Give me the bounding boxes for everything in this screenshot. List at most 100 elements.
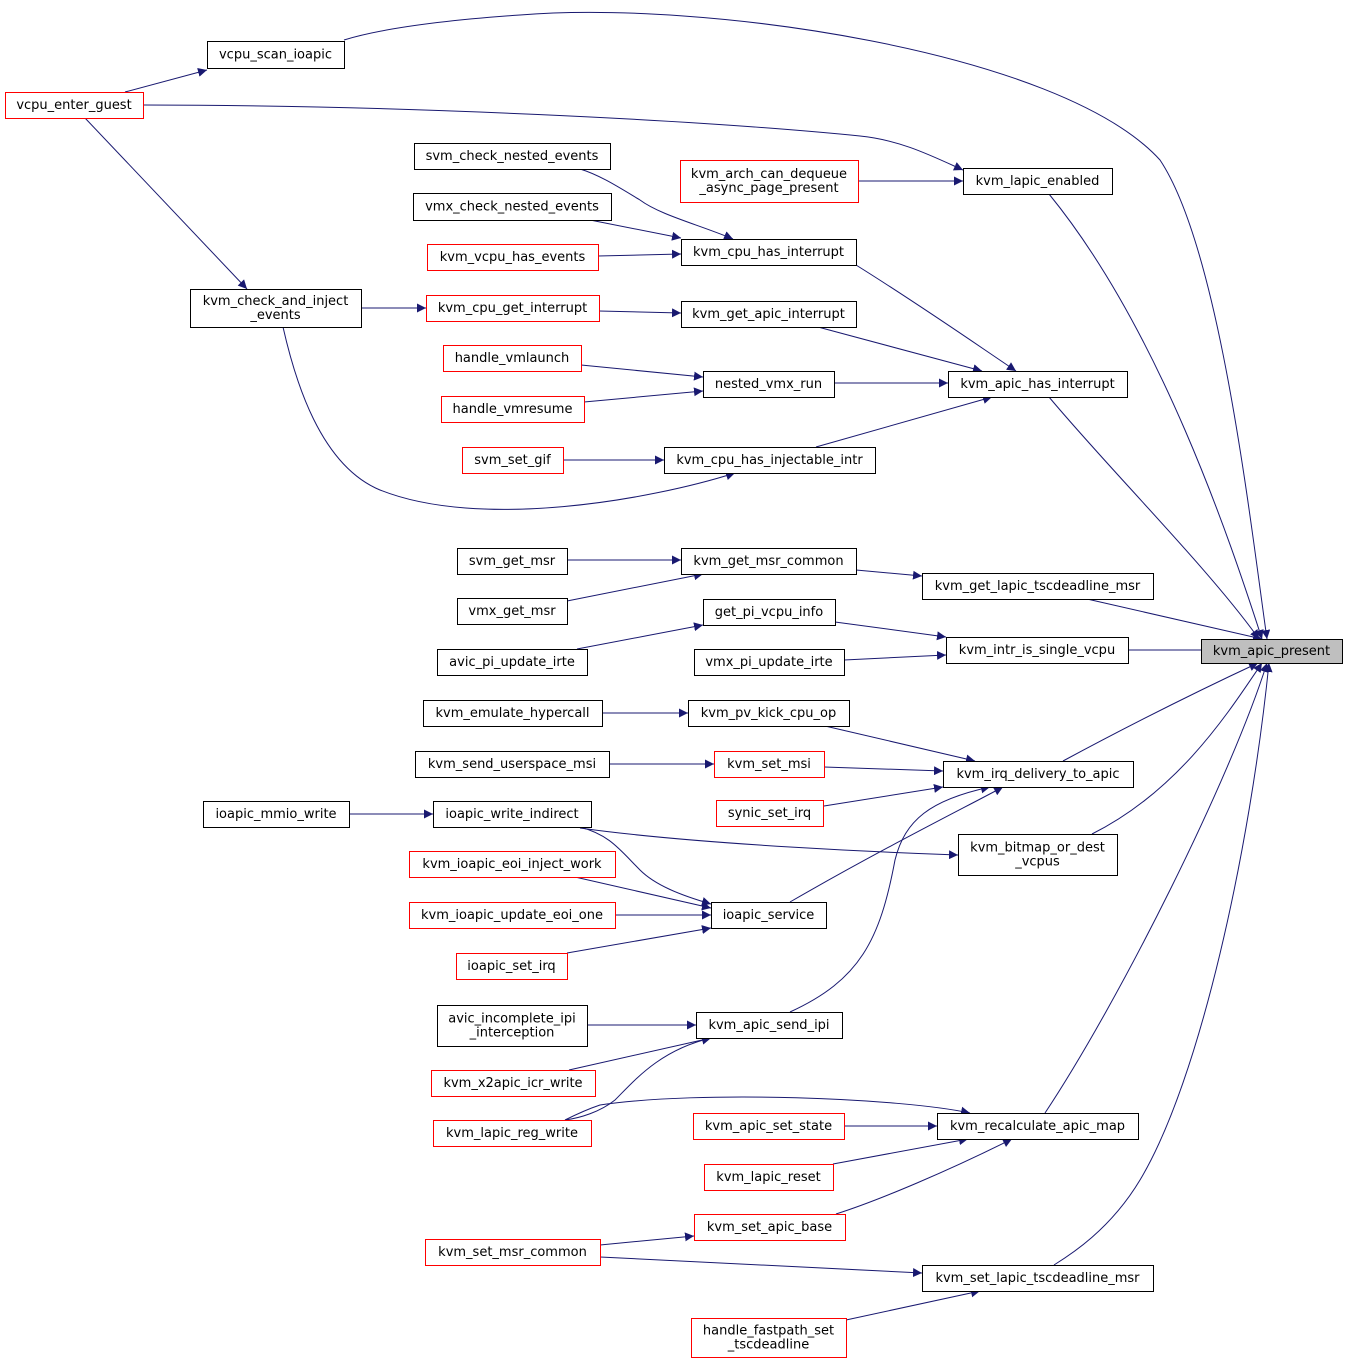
node-kvm-set-msr-common[interactable]: kvm_set_msr_common <box>425 1239 601 1266</box>
node-handle-fastpath-set-tscdeadline[interactable]: handle_fastpath_set_tscdeadline <box>691 1318 847 1358</box>
node-box <box>426 295 600 322</box>
node-box <box>190 289 362 328</box>
node-get-pi-vcpu-info[interactable]: get_pi_vcpu_info <box>703 599 836 626</box>
node-label: _interception <box>469 1026 555 1041</box>
call-edge <box>815 395 993 448</box>
node-kvm-cpu-has-interrupt[interactable]: kvm_cpu_has_interrupt <box>681 239 857 266</box>
node-kvm-bitmap-or-dest-vcpus[interactable]: kvm_bitmap_or_dest_vcpus <box>958 834 1118 876</box>
node-label: kvm_bitmap_or_dest <box>970 841 1105 856</box>
node-vcpu-scan-ioapic[interactable]: vcpu_scan_ioapic <box>207 41 345 69</box>
node-box <box>694 649 845 676</box>
node-kvm-irq-delivery-to-apic[interactable]: kvm_irq_delivery_to_apic <box>943 761 1134 788</box>
node-kvm-get-lapic-tscdeadline-msr[interactable]: kvm_get_lapic_tscdeadline_msr <box>922 573 1154 600</box>
node-kvm-cpu-get-interrupt[interactable]: kvm_cpu_get_interrupt <box>426 295 600 322</box>
node-label: ioapic_service <box>723 908 815 923</box>
node-synic-set-irq[interactable]: synic_set_irq <box>716 800 824 827</box>
node-box <box>425 1239 601 1266</box>
node-kvm-lapic-reg-write[interactable]: kvm_lapic_reg_write <box>433 1120 592 1147</box>
node-label: svm_get_msr <box>469 554 556 569</box>
node-ioapic-write-indirect[interactable]: ioapic_write_indirect <box>433 801 592 828</box>
node-box <box>456 953 568 980</box>
node-label: svm_check_nested_events <box>426 149 599 164</box>
node-box <box>716 800 824 827</box>
node-label: kvm_apic_send_ipi <box>708 1018 829 1033</box>
node-avic-incomplete-ipi-interception[interactable]: avic_incomplete_ipi_interception <box>437 1005 588 1047</box>
node-nested-vmx-run[interactable]: nested_vmx_run <box>703 371 835 398</box>
node-svm-set-gif[interactable]: svm_set_gif <box>462 447 564 474</box>
call-edge <box>599 1232 695 1246</box>
node-box <box>433 801 592 828</box>
node-handle-vmresume[interactable]: handle_vmresume <box>441 396 585 423</box>
node-kvm-get-apic-interrupt[interactable]: kvm_get_apic_interrupt <box>681 301 857 328</box>
call-edge <box>124 67 208 93</box>
node-ioapic-set-irq[interactable]: ioapic_set_irq <box>456 953 568 980</box>
node-label: kvm_lapic_reset <box>716 1170 820 1185</box>
node-kvm-emulate-hypercall[interactable]: kvm_emulate_hypercall <box>423 700 603 727</box>
node-kvm-ioapic-update-eoi-one[interactable]: kvm_ioapic_update_eoi_one <box>409 902 616 929</box>
node-label: ioapic_set_irq <box>467 959 555 974</box>
node-box <box>948 371 1128 398</box>
node-box <box>413 193 612 221</box>
node-vmx-get-msr[interactable]: vmx_get_msr <box>457 598 568 625</box>
node-kvm-recalculate-apic-map[interactable]: kvm_recalculate_apic_map <box>937 1113 1139 1140</box>
node-avic-pi-update-irte[interactable]: avic_pi_update_irte <box>437 649 588 676</box>
node-kvm-apic-send-ipi[interactable]: kvm_apic_send_ipi <box>696 1012 843 1039</box>
node-box <box>922 573 1154 600</box>
node-kvm-set-msi[interactable]: kvm_set_msi <box>714 751 825 778</box>
node-kvm-set-lapic-tscdeadline-msr[interactable]: kvm_set_lapic_tscdeadline_msr <box>922 1265 1154 1292</box>
node-vmx-check-nested-events[interactable]: vmx_check_nested_events <box>413 193 612 221</box>
node-box <box>431 1070 596 1097</box>
node-label: kvm_x2apic_icr_write <box>443 1076 582 1091</box>
node-box <box>963 168 1113 195</box>
node-vcpu-enter-guest[interactable]: vcpu_enter_guest <box>5 92 144 119</box>
node-box <box>711 902 827 929</box>
node-kvm-lapic-enabled[interactable]: kvm_lapic_enabled <box>963 168 1113 195</box>
node-kvm-arch-can-dequeue[interactable]: kvm_arch_can_dequeue_async_page_present <box>680 160 859 203</box>
call-edge <box>789 786 1004 903</box>
node-kvm-apic-has-interrupt[interactable]: kvm_apic_has_interrupt <box>948 371 1128 398</box>
call-edge <box>789 784 991 1013</box>
call-edge <box>564 1096 971 1121</box>
node-kvm-vcpu-has-events[interactable]: kvm_vcpu_has_events <box>427 244 599 271</box>
node-kvm-lapic-reset[interactable]: kvm_lapic_reset <box>704 1164 834 1191</box>
call-edge <box>1044 662 1269 1114</box>
node-label: kvm_cpu_has_interrupt <box>693 245 844 260</box>
node-label: avic_incomplete_ipi <box>448 1012 575 1027</box>
node-kvm-apic-set-state[interactable]: kvm_apic_set_state <box>693 1113 845 1140</box>
node-label: svm_set_gif <box>474 453 551 468</box>
node-svm-check-nested-events[interactable]: svm_check_nested_events <box>414 143 611 170</box>
node-label: avic_pi_update_irte <box>449 655 575 670</box>
node-box <box>704 1164 834 1191</box>
call-edge <box>579 826 712 906</box>
node-kvm-cpu-has-injectable-intr[interactable]: kvm_cpu_has_injectable_intr <box>664 447 876 474</box>
node-label: _async_page_present <box>698 181 838 196</box>
node-label: kvm_apic_has_interrupt <box>960 377 1114 392</box>
node-label: kvm_lapic_reg_write <box>446 1126 578 1141</box>
node-kvm-pv-kick-cpu-op[interactable]: kvm_pv_kick_cpu_op <box>688 700 850 727</box>
node-kvm-intr-is-single-vcpu[interactable]: kvm_intr_is_single_vcpu <box>946 637 1129 664</box>
node-handle-vmlaunch[interactable]: handle_vmlaunch <box>443 345 582 372</box>
node-box <box>203 801 350 828</box>
node-kvm-get-msr-common[interactable]: kvm_get_msr_common <box>681 548 857 575</box>
node-box <box>423 700 603 727</box>
node-box <box>958 834 1118 876</box>
node-label: kvm_send_userspace_msi <box>428 757 596 772</box>
call-edge <box>845 1288 981 1321</box>
node-ioapic-mmio-write[interactable]: ioapic_mmio_write <box>203 801 350 828</box>
node-kvm-send-userspace-msi[interactable]: kvm_send_userspace_msi <box>415 751 610 778</box>
call-edge <box>832 1136 969 1165</box>
call-edge <box>823 783 944 807</box>
node-vmx-pi-update-irte[interactable]: vmx_pi_update_irte <box>694 649 845 676</box>
call-edge <box>1048 193 1264 640</box>
call-edge <box>579 168 734 240</box>
node-label: synic_set_irq <box>728 806 811 821</box>
node-kvm-check-and-inject-events[interactable]: kvm_check_and_inject_events <box>190 289 362 328</box>
node-label: kvm_get_apic_interrupt <box>692 307 845 322</box>
node-ioapic-service[interactable]: ioapic_service <box>711 902 827 929</box>
node-kvm-x2apic-icr-write[interactable]: kvm_x2apic_icr_write <box>431 1070 596 1097</box>
node-box <box>1201 639 1343 664</box>
node-kvm-ioapic-eoi-inject-work[interactable]: kvm_ioapic_eoi_inject_work <box>409 851 616 878</box>
node-svm-get-msr[interactable]: svm_get_msr <box>457 548 568 575</box>
node-kvm-set-apic-base[interactable]: kvm_set_apic_base <box>694 1214 846 1241</box>
node-box <box>681 548 857 575</box>
